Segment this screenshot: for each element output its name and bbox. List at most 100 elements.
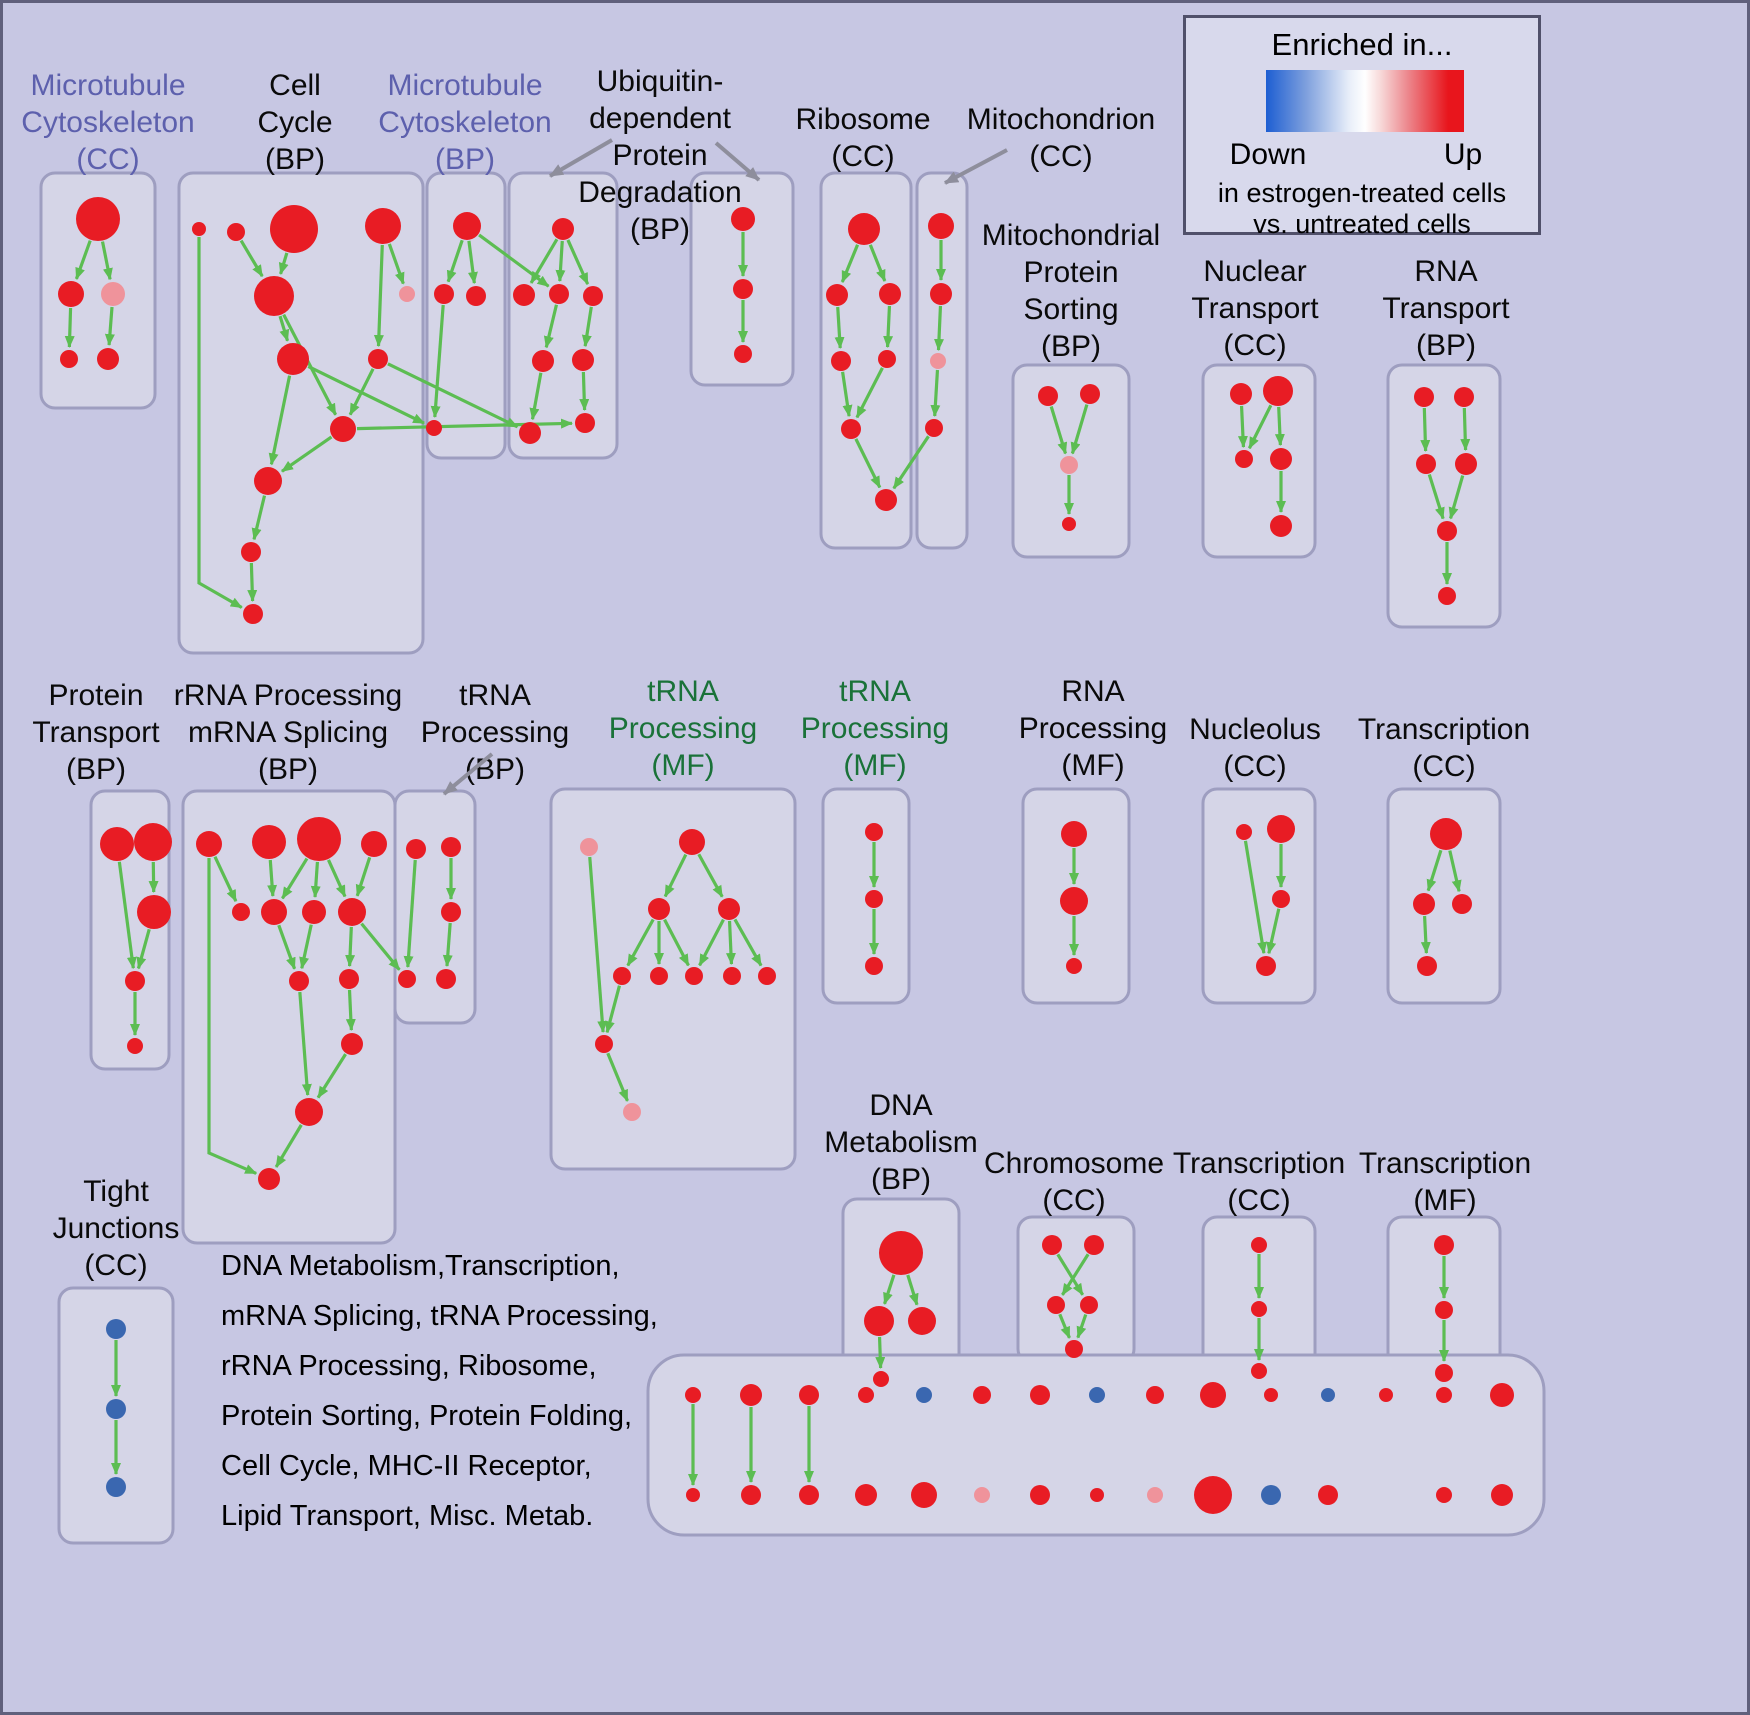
edge-arrow: [1247, 404, 1273, 450]
go-term-node: [361, 831, 387, 857]
group-label-ribosome-cc: (CC): [831, 140, 894, 173]
label-pointer-arrow: [944, 148, 1008, 185]
group-box-nucleolus-cc: [1201, 787, 1317, 1005]
edge-arrow: [197, 237, 243, 609]
edge-arrow: [316, 1053, 347, 1099]
go-term-node: [1030, 1385, 1050, 1405]
go-term-node: [368, 349, 388, 369]
group-label-nucleolus-cc: Nucleolus: [1189, 713, 1321, 746]
legend-down-label: Down: [1229, 138, 1307, 171]
go-term-node: [106, 1319, 126, 1339]
go-term-node: [679, 829, 705, 855]
edge-arrow: [698, 918, 725, 967]
group-label-dna-metabolism-bp: DNA: [869, 1089, 932, 1122]
legend-up-label: Up: [1443, 138, 1483, 171]
edge-arrow: [733, 918, 763, 967]
edge-arrow: [360, 922, 401, 971]
group-label-cell-cycle-bp: Cycle: [257, 106, 332, 139]
go-term-node: [1490, 1383, 1514, 1407]
go-term-node: [623, 1103, 641, 1121]
edge-arrow: [1448, 475, 1465, 520]
group-label-transcription-cc-row2: Transcription: [1358, 713, 1530, 746]
go-term-node: [434, 284, 454, 304]
edge-arrow: [1061, 1253, 1090, 1296]
edge-arrow: [136, 928, 151, 970]
group-label-trna-processing-bp: Processing: [421, 716, 569, 749]
group-label-trna-processing-mf-large: Processing: [609, 712, 757, 745]
edge-arrow: [663, 918, 690, 967]
edge-arrow: [605, 985, 621, 1034]
edge-arrow: [277, 924, 297, 970]
go-term-node: [1318, 1485, 1338, 1505]
go-term-node: [740, 1384, 762, 1406]
go-term-node: [1455, 453, 1477, 475]
group-label-nuclear-transport-cc: (CC): [1223, 329, 1286, 362]
edge-arrow: [1076, 1313, 1088, 1339]
group-label-mitochondrial-protein-sorting-bp: Mitochondrial: [982, 219, 1160, 252]
go-term-node: [100, 827, 134, 861]
go-term-node: [398, 970, 416, 988]
edge-arrow: [555, 240, 566, 283]
edge-arrow: [840, 244, 860, 283]
go-term-node: [295, 1098, 323, 1126]
go-term-node: [1060, 456, 1078, 474]
go-term-node: [1147, 1487, 1163, 1503]
group-label-protein-transport-bp: Protein: [48, 679, 143, 712]
go-term-node: [338, 898, 366, 926]
go-term-node: [1435, 1364, 1453, 1382]
edge-arrow: [1274, 406, 1285, 447]
edge-arrow: [310, 861, 321, 899]
go-term-node: [595, 1035, 613, 1053]
go-term-node: [519, 422, 541, 444]
go-term-node: [648, 898, 670, 920]
group-label-rna-transport-bp: Transport: [1382, 292, 1510, 325]
edge-arrow: [930, 369, 941, 418]
go-term-node: [1047, 1296, 1065, 1314]
note-line: DNA Metabolism,Transcription,: [221, 1250, 620, 1282]
edge-arrow: [282, 313, 338, 416]
group-label-mitochondrion-cc: Mitochondrion: [967, 103, 1155, 136]
group-label-chromosome-cc: Chromosome: [984, 1147, 1164, 1180]
group-label-trna-processing-mf-small: tRNA: [839, 675, 911, 708]
edge-arrow: [529, 372, 543, 421]
go-term-node: [106, 1399, 126, 1419]
group-label-microtubule-cytoskeleton-bp: Microtubule: [387, 69, 542, 102]
go-term-node: [1090, 1488, 1104, 1502]
label-pointer-arrow: [548, 138, 614, 178]
group-label-transcription-mf: Transcription: [1359, 1147, 1531, 1180]
note-line: rRNA Processing, Ribosome,: [221, 1350, 597, 1382]
go-term-node: [1030, 1485, 1050, 1505]
go-term-node: [1235, 450, 1253, 468]
go-term-node: [1146, 1386, 1164, 1404]
go-term-node: [1270, 515, 1292, 537]
group-label-transcription-cc-row3: (CC): [1227, 1184, 1290, 1217]
group-box-rna-transport-bp: [1386, 363, 1502, 629]
go-term-node: [1454, 387, 1474, 407]
note-line: Protein Sorting, Protein Folding,: [221, 1400, 633, 1432]
edge-arrow: [104, 306, 115, 347]
go-term-node: [241, 542, 261, 562]
go-term-node: [1084, 1235, 1104, 1255]
go-term-node: [196, 831, 222, 857]
group-box-misc-clusters: [646, 1353, 1546, 1537]
go-term-node: [1435, 1301, 1453, 1319]
edge-arrow: [298, 991, 312, 1097]
group-box-ubiquitin-degradation-right: [689, 171, 795, 387]
edge-arrow: [278, 252, 289, 275]
edge-arrow: [606, 1052, 629, 1102]
go-term-node: [549, 284, 569, 304]
edge-arrow: [841, 371, 853, 418]
edge-arrow: [387, 243, 405, 285]
go-term-node: [1230, 383, 1252, 405]
go-term-node: [426, 420, 442, 436]
group-box-microtubule-cytoskeleton-cc: [39, 171, 157, 410]
go-term-node: [1452, 894, 1472, 914]
legend: Enriched in... Down Up in estrogen-treat…: [1183, 15, 1541, 239]
go-term-node: [270, 205, 318, 253]
group-box-transcription-cc-row2: [1386, 787, 1502, 1005]
edge-arrow: [268, 375, 292, 466]
go-term-node: [718, 898, 740, 920]
edge-arrow: [213, 855, 238, 903]
group-label-cell-cycle-bp: Cell: [269, 69, 321, 102]
go-term-node: [1417, 956, 1437, 976]
